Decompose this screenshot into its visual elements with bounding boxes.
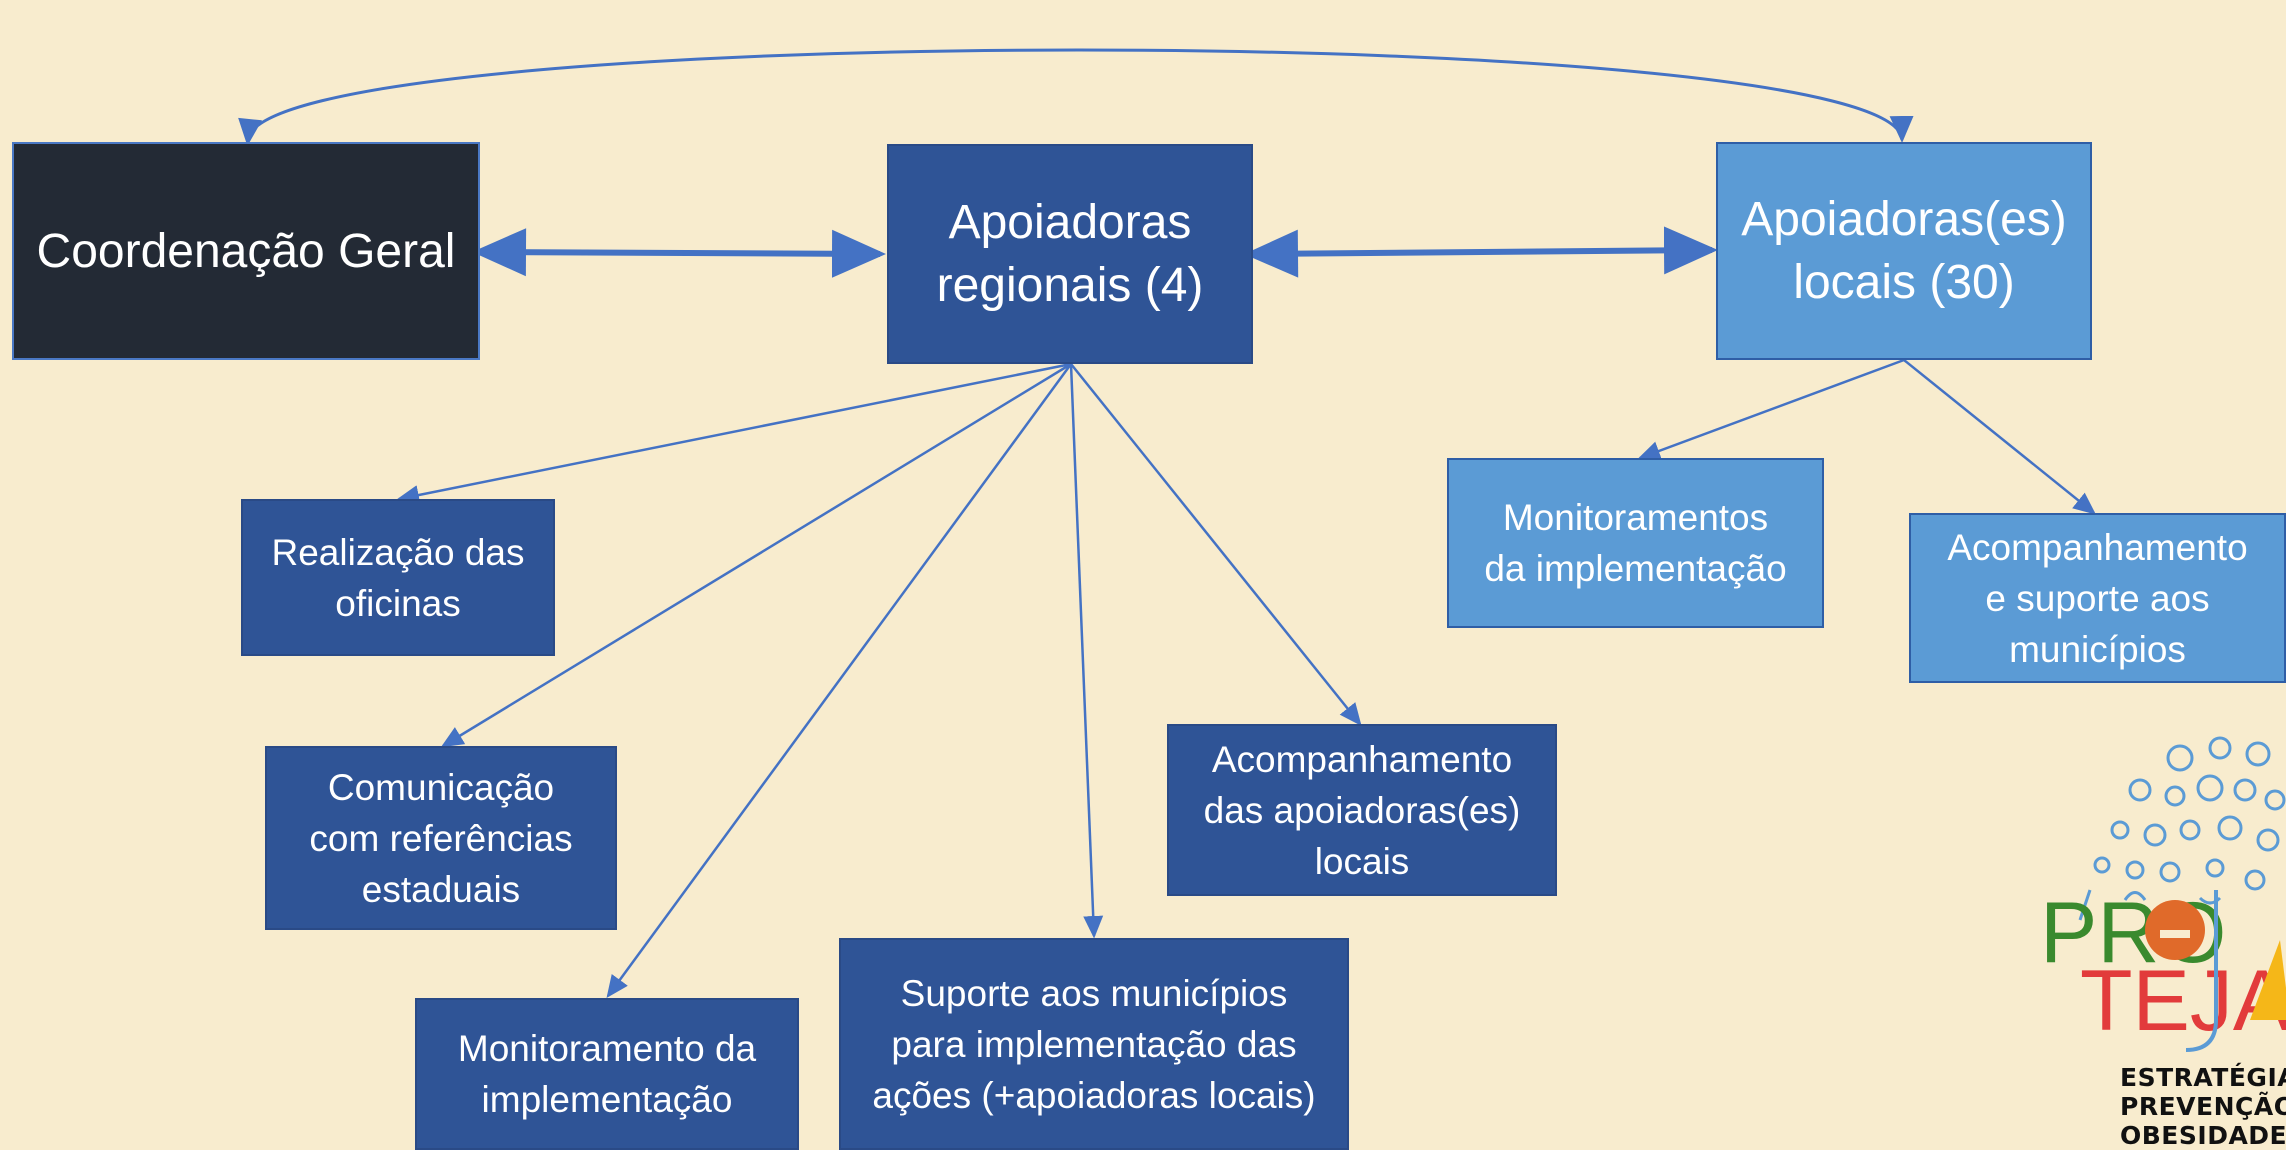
node-comunicacao-referencias: Comunicação com referências estaduais [265, 746, 617, 930]
arrow-coordenacao-regionais [472, 228, 886, 278]
arrow-regionais-realizacao [396, 362, 1072, 505]
logo-teja: TEJA [2080, 953, 2286, 1049]
arrow-regionais-monitoramento [606, 363, 1073, 999]
node-acompanhamento-apoiadoras: Acompanhamento das apoiadoras(es) locais [1167, 724, 1557, 896]
node-apoiadoras-locais: Apoiadoras(es) locais (30) [1716, 142, 2092, 360]
node-realizacao-oficinas: Realização das oficinas [241, 499, 555, 656]
arrow-regionais-suporte [1069, 363, 1104, 939]
arrow-regionais-acompanhamento [1070, 363, 1362, 726]
logo-text-obesidade: OBESIDADE [2120, 1121, 2286, 1150]
node-acompanhamento-suporte-municipios: Acompanhamento e suporte aos municípios [1909, 513, 2286, 683]
arrow-locais-acompanhamento [1903, 359, 2096, 515]
food-icons-cluster [2078, 736, 2286, 921]
node-monitoramentos-implementacao: Monitoramentos da implementação [1447, 458, 1824, 628]
logo-text-prevencao: PREVENÇÃO [2120, 1092, 2286, 1121]
arrow-regionais-comunicacao [440, 362, 1072, 748]
logo-text-estrategia: ESTRATÉGIA [2120, 1063, 2286, 1092]
node-monitoramento-implementacao: Monitoramento da implementação [415, 998, 799, 1150]
proteja-logo: PRO TEJA [2040, 736, 2286, 1052]
arrow-regionais-locais [1244, 226, 1718, 278]
node-coordenacao-geral: Coordenação Geral [12, 142, 480, 360]
arrow-locais-monitoramentos [1637, 358, 1905, 461]
node-apoiadoras-regionais: Apoiadoras regionais (4) [887, 144, 1253, 364]
node-suporte-municipios: Suporte aos municípios para implementaçã… [839, 938, 1349, 1150]
arc-connector-coordenacao-locais [238, 48, 1914, 146]
